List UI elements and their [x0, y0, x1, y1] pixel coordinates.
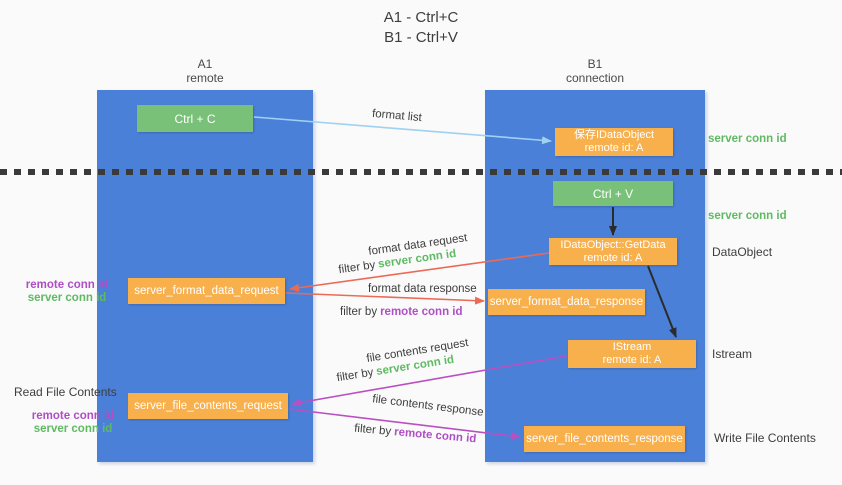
node-getdata-line1: IDataObject::GetData	[560, 238, 666, 251]
node-server-file-contents-request: server_file_contents_request	[128, 393, 288, 419]
node-file-request-label: server_file_contents_request	[134, 399, 282, 412]
label-server-conn-id-format: server conn id	[27, 292, 107, 304]
label-server-conn-id-file: server conn id	[33, 423, 113, 435]
filter-4-prefix: filter by	[353, 422, 392, 438]
arrow-label-file-contents-response: file contents response	[371, 393, 485, 419]
lane-left-header: A1 remote	[125, 57, 285, 85]
lane-right-header: B1 connection	[515, 57, 675, 85]
node-istream: IStream remote id: A	[568, 340, 696, 368]
filter-3-prefix: filter by	[335, 366, 375, 385]
filter-2-value: remote conn id	[380, 306, 463, 318]
filter-4-value: remote conn id	[393, 426, 477, 446]
label-remote-conn-id-file: remote conn id	[31, 410, 115, 422]
node-server-file-contents-response: server_file_contents_response	[524, 426, 685, 452]
title-line-1: A1 - Ctrl+C	[383, 9, 459, 26]
node-ctrl-v-label: Ctrl + V	[592, 186, 634, 201]
node-server-format-data-response: server_format_data_response	[488, 289, 645, 315]
node-format-request-label: server_format_data_request	[134, 284, 279, 297]
dashed-separator-line	[0, 169, 842, 175]
title-line-2: B1 - Ctrl+V	[384, 29, 458, 46]
node-istream-line1: IStream	[612, 341, 652, 353]
node-ctrl-c: Ctrl + C	[137, 105, 253, 132]
node-server-format-data-request: server_format_data_request	[128, 278, 285, 304]
node-idataobject-getdata: IDataObject::GetData remote id: A	[549, 238, 677, 265]
label-server-conn-id-top: server conn id	[708, 133, 787, 145]
lane-right-name: B1	[587, 57, 603, 71]
label-remote-conn-id-format: remote conn id	[25, 279, 109, 291]
node-getdata-line2: remote id: A	[583, 251, 643, 264]
node-save-dataobject: 保存IDataObject remote id: A	[555, 128, 673, 156]
label-write-file-contents: Write File Contents	[714, 431, 816, 445]
node-save-dataobject-line1: 保存IDataObject	[573, 129, 655, 141]
node-save-dataobject-line2: remote id: A	[584, 142, 644, 154]
label-server-conn-id-mid: server conn id	[708, 210, 787, 222]
left-id-block-file: remote conn id server conn id	[18, 410, 128, 436]
node-ctrl-v: Ctrl + V	[553, 181, 673, 206]
label-istream: Istream	[712, 347, 753, 361]
left-id-block-format: remote conn id server conn id	[12, 279, 122, 305]
node-istream-line2: remote id: A	[602, 354, 662, 366]
arrow-label-format-data-response: format data response	[368, 283, 477, 295]
lane-left-subtitle: remote	[186, 71, 224, 85]
label-read-file-contents: Read File Contents	[14, 385, 117, 399]
label-dataobject: DataObject	[712, 245, 773, 259]
page-title: A1 - Ctrl+C B1 - Ctrl+V	[321, 8, 521, 48]
node-file-response-label: server_file_contents_response	[526, 432, 683, 445]
lane-right-subtitle: connection	[565, 71, 625, 85]
filter-2-prefix: filter by	[340, 306, 378, 318]
node-ctrl-c-label: Ctrl + C	[174, 111, 216, 126]
lane-left-name: A1	[197, 57, 213, 71]
node-format-response-label: server_format_data_response	[489, 295, 644, 308]
arrow-label-format-list: format list	[371, 107, 423, 125]
filter-1-prefix: filter by	[337, 259, 377, 277]
